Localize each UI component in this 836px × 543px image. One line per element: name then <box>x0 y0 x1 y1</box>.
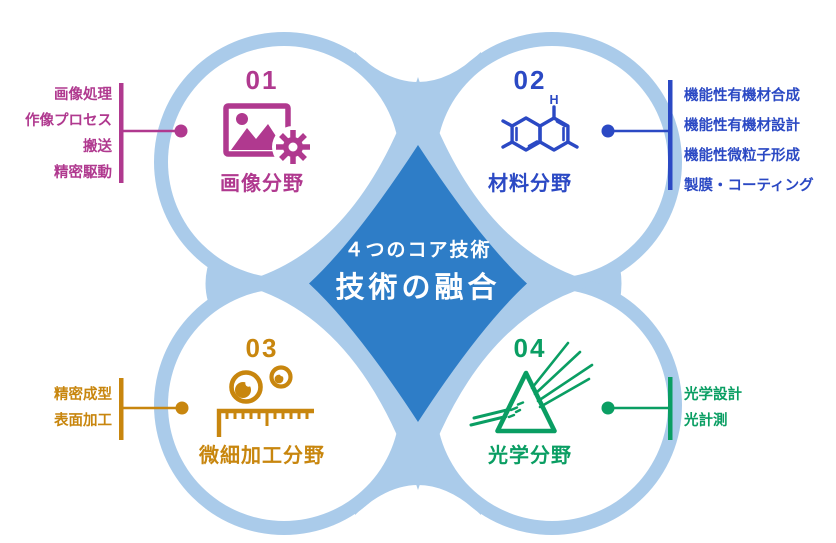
prism-icon <box>469 341 594 434</box>
field-04-content: 04 光学分野 <box>469 333 742 467</box>
field-03-label: 微細加工分野 <box>198 443 325 467</box>
field-02-item: 製膜・コーティング <box>683 176 814 194</box>
field-04-item: 光計測 <box>683 411 728 429</box>
field-02-item: 機能性微粒子形成 <box>684 146 800 164</box>
field-02-connector <box>601 80 673 190</box>
connector-dot <box>601 124 615 138</box>
field-01-item: 精密駆動 <box>54 163 112 181</box>
field-02-item: 機能性有機材設計 <box>684 116 800 134</box>
field-02-label: 材料分野 <box>488 172 572 195</box>
field-03-connector <box>119 378 189 440</box>
field-04-number: 04 <box>514 333 547 363</box>
field-04-label: 光学分野 <box>487 443 572 467</box>
field-01-label: 画像分野 <box>220 171 304 195</box>
connector-dot <box>175 401 189 415</box>
field-01-content: 01 画像分野 画像処理 <box>25 65 314 195</box>
field-03-content: 03 微細加工分野 <box>54 333 325 467</box>
molecule-icon: H <box>501 93 579 152</box>
field-02-content: 02 H 材料分野 機能性有機材合成 機能性有機材設計 機能性 <box>488 65 814 195</box>
center-core-shape <box>309 145 527 422</box>
spheres-ruler-icon <box>216 365 314 437</box>
field-03-number: 03 <box>246 333 279 363</box>
connector-bar <box>119 378 124 440</box>
connector-dot <box>174 124 188 138</box>
field-01-number: 01 <box>246 65 279 95</box>
field-01-item: 搬送 <box>83 137 112 155</box>
field-04-item: 光学設計 <box>683 385 742 403</box>
field-01-item: 作像プロセス <box>25 111 112 129</box>
connector-dot <box>601 401 615 415</box>
center-title: 技術の融合 <box>335 271 500 304</box>
field-01-connector <box>119 83 188 183</box>
connector-bar <box>668 377 673 440</box>
field-03-item: 表面加工 <box>54 411 112 429</box>
field-04-connector <box>601 377 673 440</box>
field-02-number: 02 <box>514 65 547 95</box>
image-gear-icon <box>223 103 314 168</box>
field-01-item: 画像処理 <box>54 85 112 103</box>
connector-bar <box>668 80 673 190</box>
center-subtitle: ４つのコア技術 <box>344 238 491 261</box>
field-02-item: 機能性有機材合成 <box>684 86 800 104</box>
connector-bar <box>119 83 124 183</box>
molecule-atom-label: H <box>549 93 558 107</box>
field-03-item: 精密成型 <box>54 385 112 403</box>
